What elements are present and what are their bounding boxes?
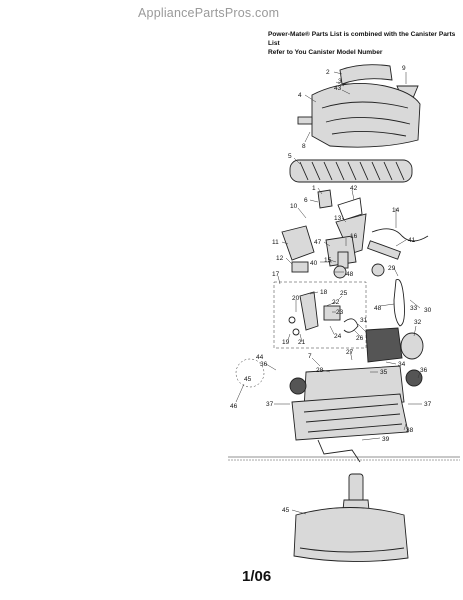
callout-37-right: 37	[424, 401, 432, 408]
callout-21: 21	[298, 339, 306, 346]
part-yoke	[281, 225, 315, 261]
part-switch	[299, 291, 319, 331]
callout-42: 42	[350, 185, 358, 192]
callout-6: 6	[304, 197, 308, 204]
callout-39: 39	[382, 436, 390, 443]
callout-31: 31	[360, 317, 368, 324]
callout-8: 8	[302, 143, 306, 150]
callout-46: 46	[230, 403, 238, 410]
part-brush-roll	[289, 159, 413, 183]
callout-22: 22	[332, 299, 340, 306]
callout-1: 1	[312, 185, 316, 192]
callout-29: 29	[388, 265, 396, 272]
part-handle	[317, 439, 361, 463]
callout-20: 20	[292, 295, 300, 302]
callout-13: 13	[334, 215, 342, 222]
part-small-plate	[297, 116, 313, 125]
part-screw-a	[288, 316, 296, 324]
callout-48-right: 48	[374, 305, 382, 312]
callout-36-right: 36	[420, 367, 428, 374]
callout-17: 17	[272, 271, 280, 278]
leader-lines	[235, 71, 422, 515]
callout-2: 2	[326, 69, 330, 76]
callout-11: 11	[272, 239, 279, 246]
callout-33: 33	[410, 305, 418, 312]
callout-7: 7	[308, 353, 312, 360]
callout-5: 5	[288, 153, 292, 160]
callout-48-top: 48	[346, 271, 354, 278]
part-hood	[311, 82, 421, 148]
note-line-1: Power-Mate® Parts List is combined with …	[268, 31, 456, 47]
callout-32: 32	[414, 319, 422, 326]
callout-30: 30	[424, 307, 432, 314]
parts-list-note: Power-Mate® Parts List is combined with …	[268, 30, 458, 57]
callout-12: 12	[276, 255, 284, 262]
callout-43: 43	[334, 85, 342, 92]
callout-3: 3	[338, 78, 342, 85]
callout-38: 38	[406, 427, 414, 434]
watermark: AppliancePartsPros.com	[138, 6, 280, 20]
callout-37-left: 37	[266, 401, 274, 408]
callout-40: 40	[310, 260, 318, 267]
callout-47: 47	[314, 239, 322, 246]
callout-28: 28	[316, 367, 324, 374]
part-pivot	[325, 235, 357, 267]
callout-25: 25	[340, 290, 348, 297]
part-pedal	[367, 240, 401, 260]
callout-19: 19	[282, 339, 290, 346]
callout-45-nozzle: 45	[282, 507, 290, 514]
callout-45-detail: 45	[244, 376, 252, 383]
part-cord	[371, 228, 429, 242]
part-motor	[365, 327, 403, 363]
callout-10: 10	[290, 203, 298, 210]
part-spring	[343, 318, 359, 333]
callout-9: 9	[402, 65, 406, 72]
part-swivel	[317, 189, 333, 209]
callout-14: 14	[392, 207, 400, 214]
part-lever	[337, 197, 363, 221]
callout-36-left: 36	[260, 361, 268, 368]
part-wheel-small-right	[371, 263, 385, 277]
note-line-2: Refer to You Canister Model Number	[268, 49, 383, 56]
revision-date: 1/06	[242, 568, 272, 585]
callout-15: 15	[324, 257, 332, 264]
part-top-cover	[339, 64, 393, 85]
part-wheel-right	[405, 369, 423, 387]
part-bracket	[291, 261, 309, 273]
callout-27: 27	[346, 349, 354, 356]
part-motor-cap	[400, 332, 424, 360]
part-base-pan	[291, 393, 409, 441]
part-group-box	[273, 281, 367, 349]
part-brush-bristles	[299, 161, 405, 181]
part-hood-detail	[321, 101, 411, 137]
callout-24: 24	[334, 333, 342, 340]
part-switch-plate	[323, 305, 341, 321]
callout-23: 23	[336, 309, 344, 316]
part-nozzle-neck	[348, 473, 364, 503]
part-wheel-left	[289, 377, 307, 395]
callout-41: 41	[408, 237, 416, 244]
part-screw-b	[292, 328, 300, 336]
part-base-grid	[303, 403, 403, 433]
callout-18: 18	[320, 289, 328, 296]
callout-35: 35	[380, 369, 388, 376]
callout-34: 34	[398, 361, 406, 368]
part-belt	[393, 278, 405, 327]
callout-4: 4	[298, 92, 302, 99]
callout-44: 44	[256, 354, 264, 361]
callout-16: 16	[350, 233, 358, 240]
part-nozzle-front	[299, 547, 405, 553]
part-detail-circle	[235, 358, 265, 388]
part-power-nozzle	[293, 507, 409, 563]
callout-26: 26	[356, 335, 364, 342]
